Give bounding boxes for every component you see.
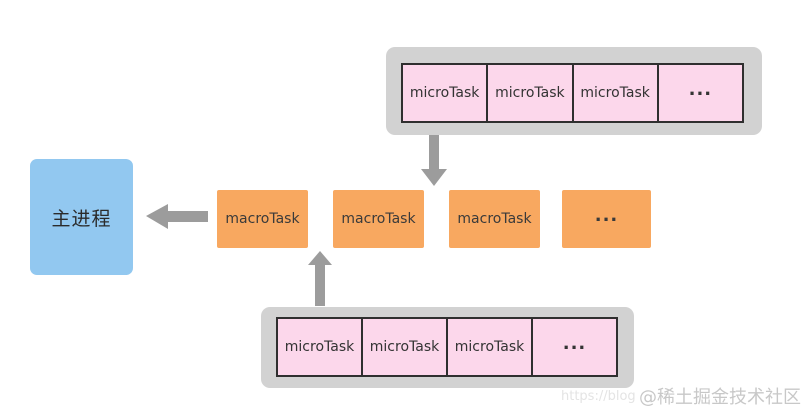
watermark-url: https://blog	[561, 389, 636, 404]
micro-task-label: microTask	[580, 85, 650, 101]
macro-task-box: macroTask	[333, 190, 424, 248]
macro-task-box-ellipsis: ...	[562, 190, 651, 248]
ellipsis-label: ...	[562, 332, 587, 354]
micro-task-label: microTask	[369, 339, 440, 355]
micro-task-box-ellipsis: ...	[531, 317, 618, 377]
macro-task-box: macroTask	[449, 190, 540, 248]
macro-task-label: macroTask	[341, 211, 416, 227]
micro-task-queue-bottom: microTask microTask microTask ...	[261, 307, 634, 388]
arrow-up-icon	[315, 264, 325, 306]
micro-task-queue-top: microTask microTask microTask ...	[386, 47, 762, 135]
micro-task-box: microTask	[276, 317, 363, 377]
macro-task-label: macroTask	[457, 211, 532, 227]
micro-task-box: microTask	[361, 317, 448, 377]
macro-task-box: macroTask	[217, 190, 308, 248]
main-process-box: 主进程	[30, 159, 133, 275]
arrow-left-icon	[167, 211, 208, 222]
micro-task-queue-bottom-row: microTask microTask microTask ...	[276, 317, 618, 377]
arrow-down-head-icon	[421, 169, 447, 186]
micro-task-box: microTask	[486, 63, 574, 123]
arrow-down-icon	[429, 135, 439, 169]
ellipsis-label: ...	[688, 78, 713, 100]
main-process-label: 主进程	[51, 207, 112, 230]
micro-task-queue-top-row: microTask microTask microTask ...	[401, 63, 744, 123]
arrow-left-head-icon	[146, 204, 168, 229]
watermark-credit: @稀土掘金技术社区	[639, 387, 801, 408]
micro-task-label: microTask	[495, 85, 565, 101]
micro-task-label: microTask	[409, 85, 480, 101]
macro-task-label: macroTask	[225, 211, 300, 227]
micro-task-label: microTask	[284, 339, 355, 355]
arrow-up-head-icon	[308, 251, 332, 265]
micro-task-box: microTask	[446, 317, 533, 377]
micro-task-box: microTask	[571, 63, 659, 123]
micro-task-box-ellipsis: ...	[656, 63, 744, 123]
micro-task-label: microTask	[454, 339, 525, 355]
micro-task-box: microTask	[401, 63, 489, 123]
ellipsis-label: ...	[594, 204, 619, 226]
